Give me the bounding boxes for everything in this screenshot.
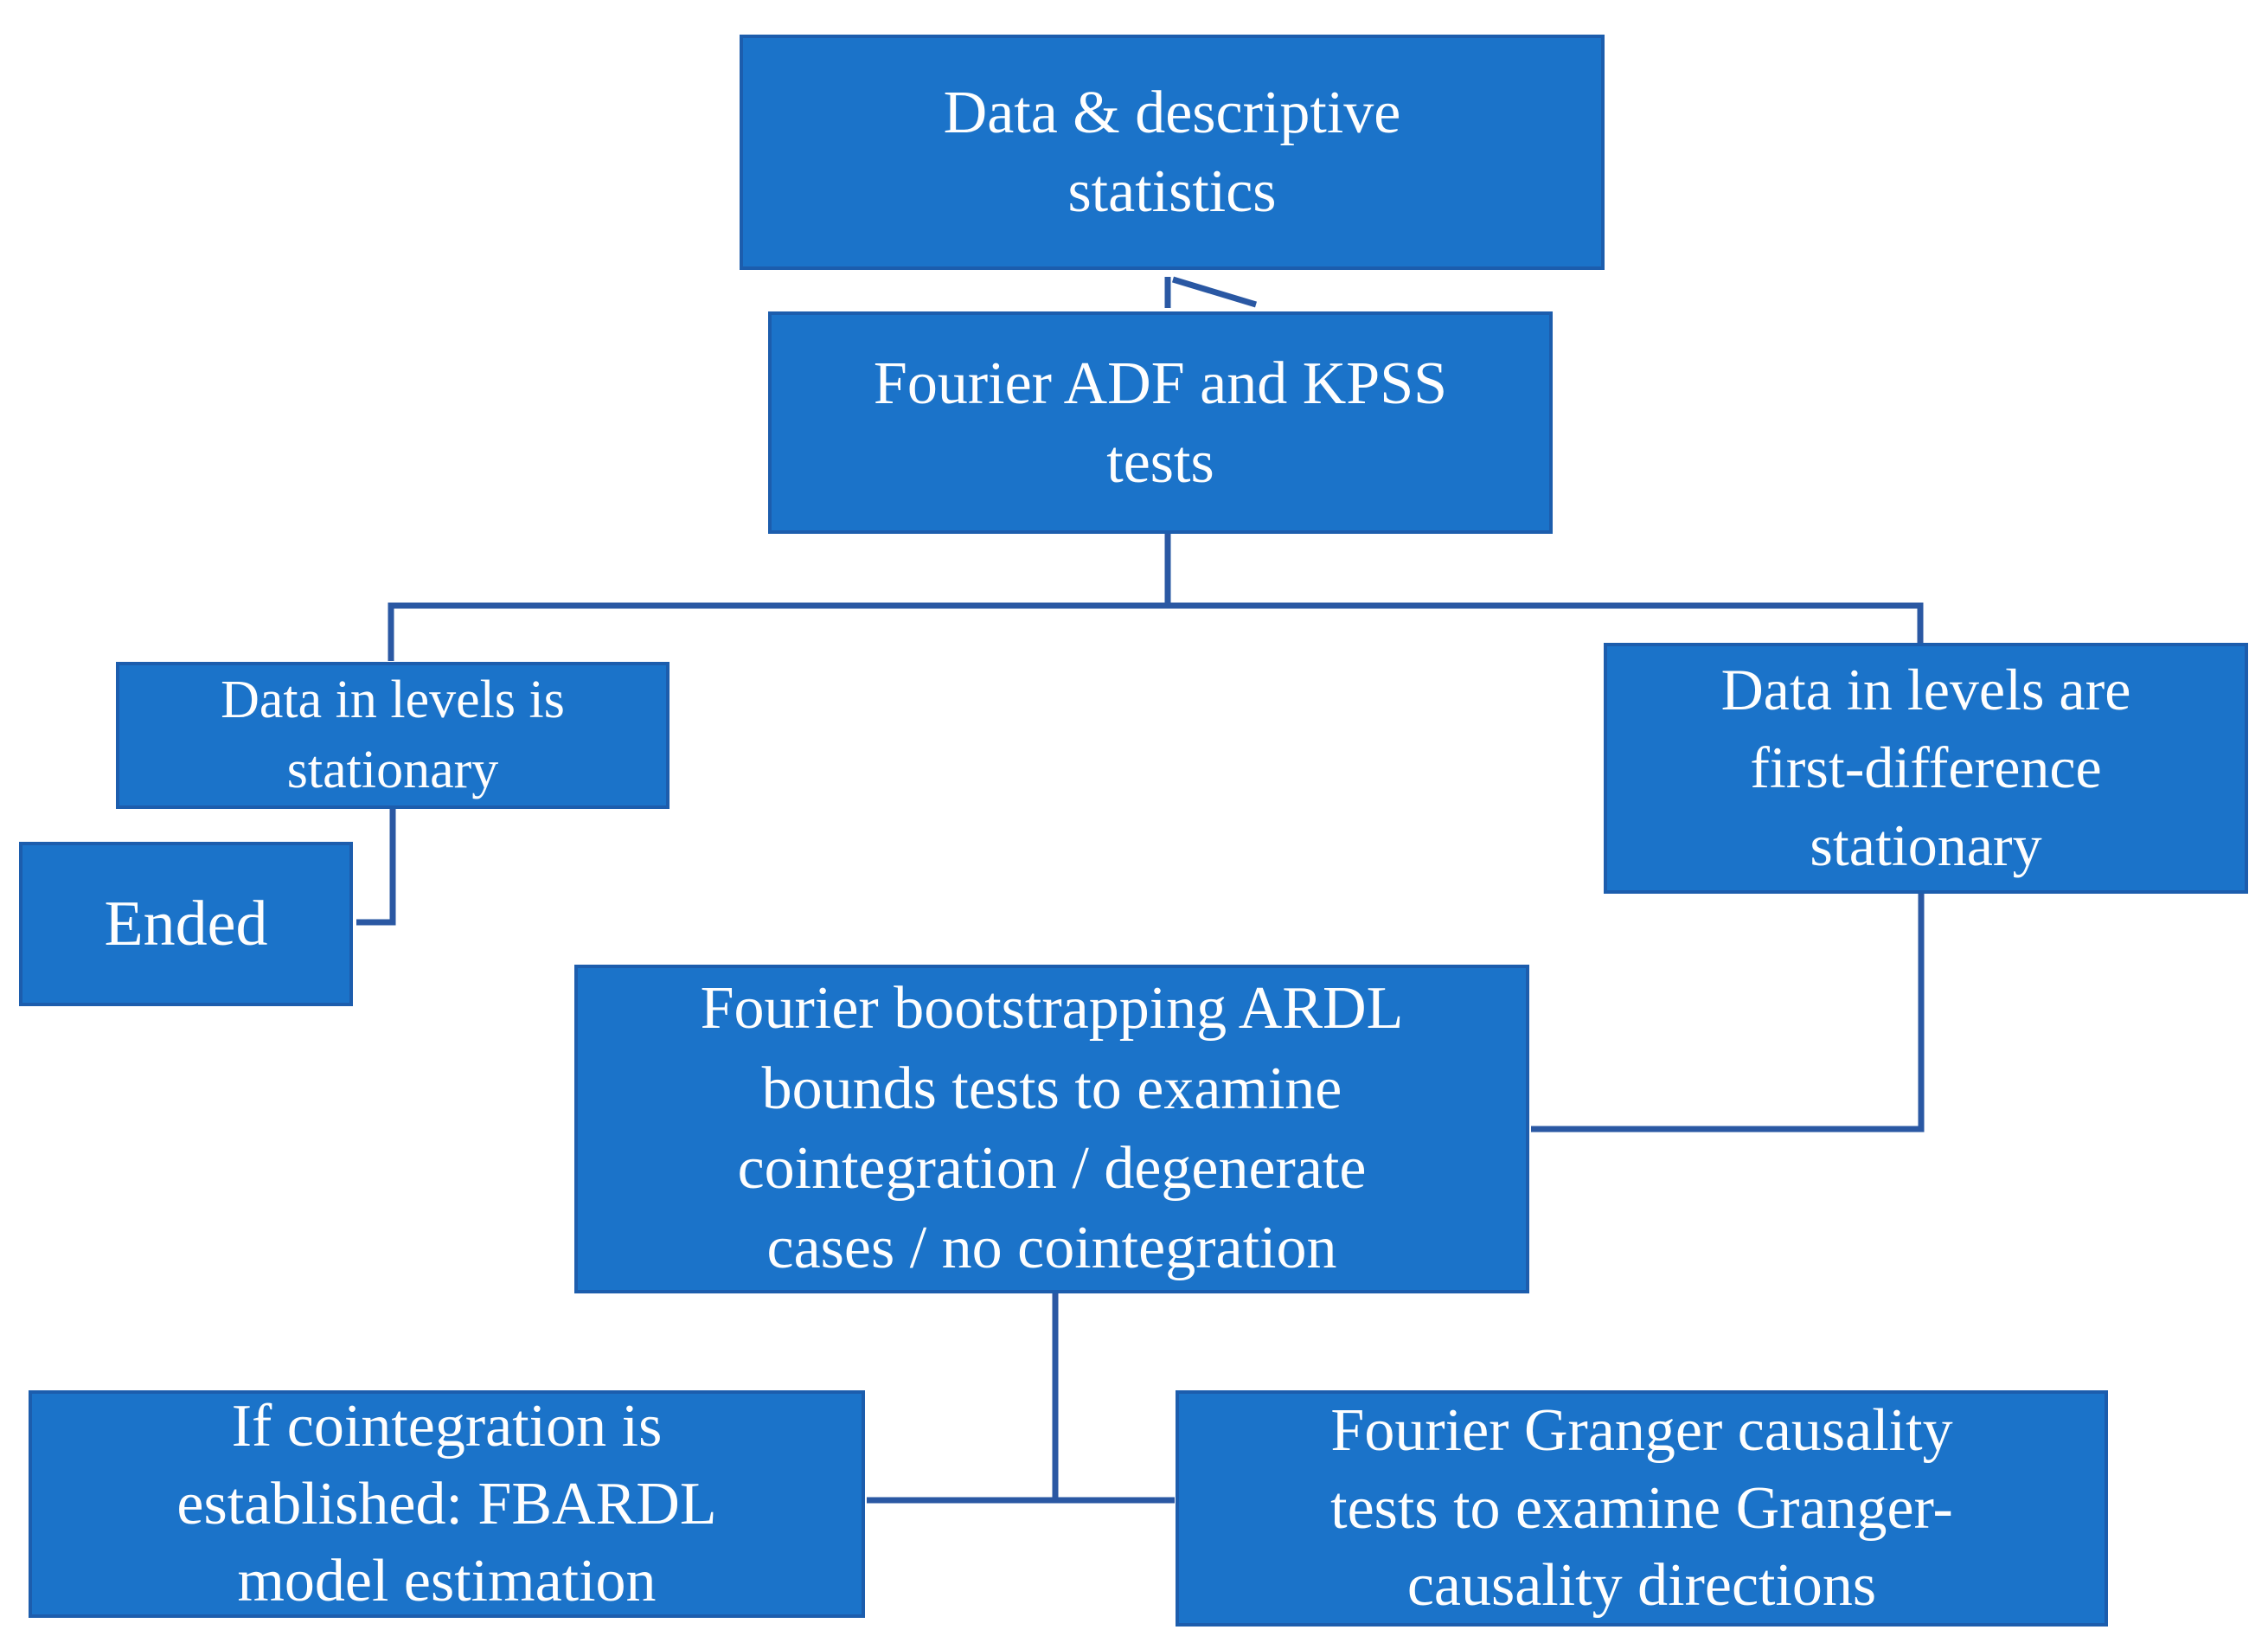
node-label: If cointegration is established: FBARDL …	[176, 1393, 717, 1615]
node-ended: Ended	[19, 842, 353, 1006]
node-fourier-granger-causality-tests: Fourier Granger causality tests to exami…	[1176, 1390, 2108, 1627]
node-label: Data in levels are first-difference stat…	[1720, 657, 2131, 878]
node-data-descriptive-statistics: Data & descriptive statistics	[740, 35, 1605, 270]
connector-right-to-bounds	[1531, 891, 1925, 1132]
connector-top-to-adf-diagonal	[1171, 276, 1258, 308]
node-label: Data in levels is stationary	[221, 671, 565, 799]
node-data-in-levels-stationary: Data in levels is stationary	[116, 662, 670, 809]
node-label: Fourier ADF and KPSS tests	[873, 350, 1448, 496]
connector-left-to-ended	[356, 807, 396, 926]
node-label: Fourier bootstrapping ARDL bounds tests …	[700, 975, 1404, 1282]
node-fbardl-model-estimation: If cointegration is established: FBARDL …	[29, 1390, 865, 1618]
node-label: Fourier Granger causality tests to exami…	[1330, 1397, 1953, 1620]
node-fourier-bootstrapping-ardl-bounds: Fourier bootstrapping ARDL bounds tests …	[574, 965, 1529, 1293]
node-fourier-adf-kpss-tests: Fourier ADF and KPSS tests	[768, 311, 1553, 534]
node-first-difference-stationary: Data in levels are first-difference stat…	[1604, 643, 2248, 894]
node-label: Data & descriptive statistics	[943, 80, 1401, 225]
node-label: Ended	[104, 888, 268, 959]
